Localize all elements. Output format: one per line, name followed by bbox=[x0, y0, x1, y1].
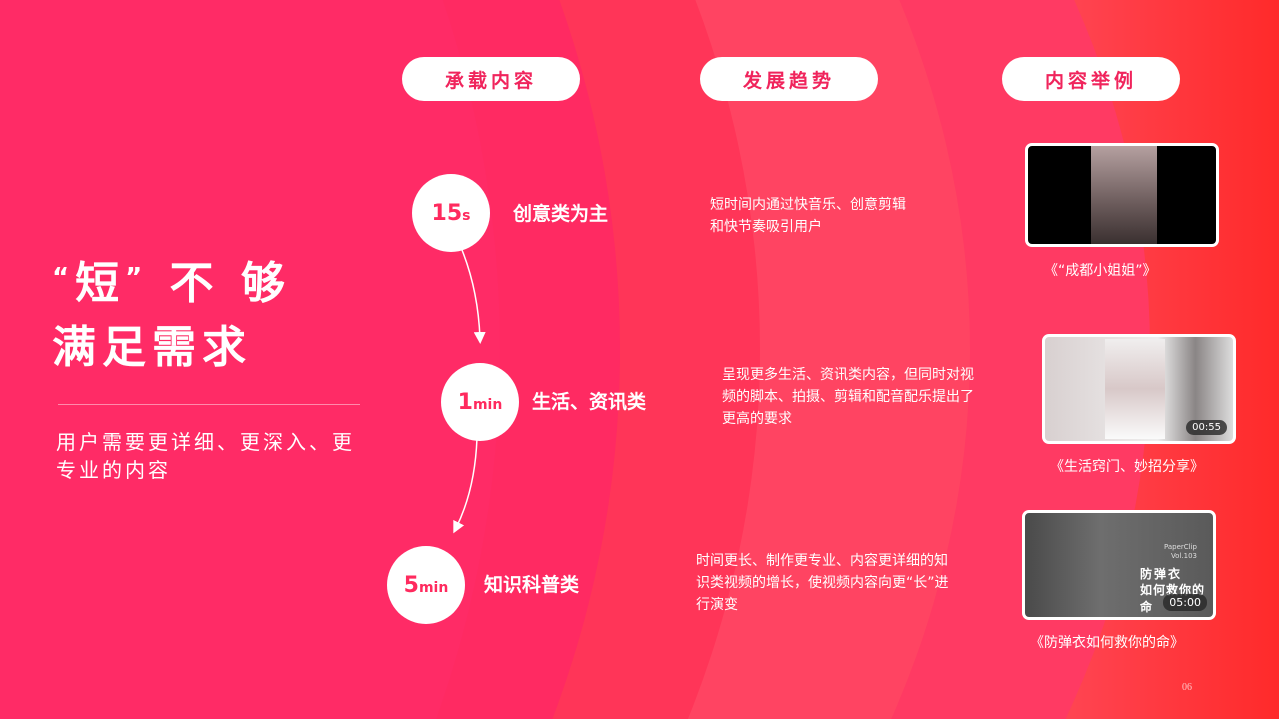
trend-description: 短时间内通过快音乐、创意剪辑和快节奏吸引用户 bbox=[710, 197, 906, 235]
headline-line2: 满足需求 bbox=[52, 322, 252, 373]
example-caption: 《“成都小姐姐”》 bbox=[1044, 263, 1157, 279]
trend-description: 呈现更多生活、资讯类内容，但同时对视频的脚本、拍摄、剪辑和配音配乐提出了更高的要… bbox=[722, 367, 974, 427]
quote-close: ” bbox=[125, 263, 149, 293]
video-overlay-brand: PaperClip Vol.103 bbox=[1163, 543, 1197, 560]
headline-line1-rest: 不 够 bbox=[169, 258, 291, 309]
column-header-example: 内容举例 bbox=[1002, 57, 1180, 101]
category-label: 生活、资讯类 bbox=[532, 391, 647, 413]
video-thumbnail[interactable]: PaperClip Vol.103 防弹衣 如何救你的命 05:00 bbox=[1022, 510, 1216, 620]
video-thumbnail[interactable] bbox=[1025, 143, 1219, 247]
subtitle: 用户需要更详细、更深入、更专业的内容 bbox=[56, 430, 355, 482]
column-header-trend: 发展趋势 bbox=[700, 57, 878, 101]
video-overlay-title: 如何救你的命 bbox=[1140, 583, 1206, 614]
duration-unit: min bbox=[472, 397, 503, 413]
video-duration-badge: 00:55 bbox=[1186, 420, 1227, 435]
divider bbox=[58, 404, 360, 405]
duration-number: 5 bbox=[403, 572, 419, 598]
headline-word: 短 bbox=[75, 258, 126, 309]
example-caption: 《生活窍门、妙招分享》 bbox=[1050, 459, 1204, 475]
page-number: 06 bbox=[1182, 682, 1192, 693]
example-caption: 《防弹衣如何救你的命》 bbox=[1030, 635, 1184, 651]
headline: “短” 不 够 满足需求 bbox=[52, 252, 291, 380]
duration-unit: s bbox=[462, 208, 471, 224]
duration-number: 15 bbox=[431, 200, 463, 226]
video-thumbnail[interactable]: 00:55 bbox=[1042, 334, 1236, 444]
video-overlay-title: 防弹衣 bbox=[1140, 567, 1183, 581]
trend-description: 时间更长、制作更专业、内容更详细的知识类视频的增长，使视频内容向更“长”进行演变 bbox=[696, 553, 949, 613]
duration-unit: min bbox=[418, 580, 449, 596]
duration-number: 1 bbox=[457, 389, 473, 415]
quote-open: “ bbox=[52, 263, 76, 293]
video-frame bbox=[1105, 339, 1165, 439]
video-frame bbox=[1091, 146, 1157, 244]
column-header-content: 承载内容 bbox=[402, 57, 580, 101]
video-duration-badge: 05:00 bbox=[1163, 594, 1207, 611]
category-label: 知识科普类 bbox=[484, 574, 580, 596]
category-label: 创意类为主 bbox=[513, 203, 609, 225]
